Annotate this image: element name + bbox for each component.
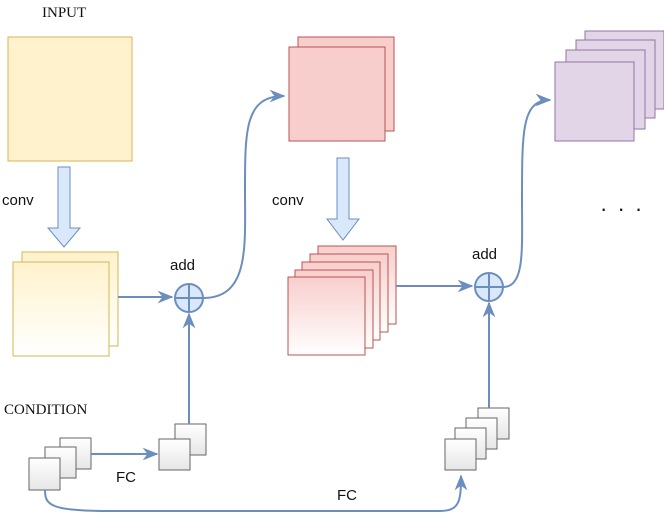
connector-add-1-to-red — [202, 89, 286, 299]
fc-block-2 — [444, 407, 510, 471]
condition-stack — [28, 437, 92, 491]
fc-label-2: FC — [337, 487, 357, 504]
conv-arrow-1 — [46, 166, 82, 248]
input-label: INPUT — [42, 5, 86, 21]
red-feature-stack — [287, 245, 397, 356]
fc-label-1: FC — [116, 469, 136, 486]
connector-add-2-to-purple — [502, 93, 552, 288]
add-label-2: add — [472, 246, 497, 263]
fc-block-1 — [158, 423, 207, 471]
add-label-1: add — [170, 257, 195, 274]
red-top-stack — [288, 36, 395, 142]
condition-label: CONDITION — [4, 402, 87, 418]
add-node-2 — [474, 272, 504, 302]
conv-label-1: conv — [2, 192, 34, 209]
conv-label-2: conv — [272, 192, 304, 209]
add-node-1 — [174, 283, 204, 313]
ellipsis: · · · — [600, 196, 644, 221]
yellow-feature-stack — [12, 251, 119, 357]
connector-condition-to-fc-2 — [44, 474, 468, 512]
conv-arrow-2 — [325, 157, 361, 241]
purple-feature-stack — [554, 30, 664, 142]
input-block — [7, 36, 133, 162]
